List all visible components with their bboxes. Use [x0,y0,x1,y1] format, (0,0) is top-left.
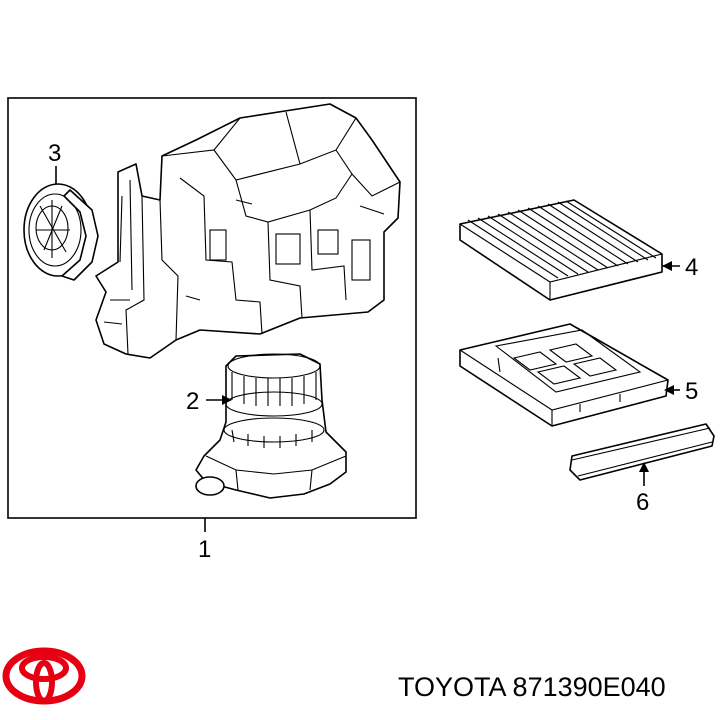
callout-3: 3 [48,140,61,167]
callout-6: 6 [636,489,649,516]
callout-6-arrow-icon [639,462,649,472]
callout-4-arrow-icon [662,261,672,271]
brand-name: TOYOTA [398,672,506,702]
part-caption: TOYOTA 871390E040 [398,672,666,703]
part-4-air-filter [459,199,663,301]
part-5-filter-frame [459,323,669,427]
callout-2: 2 [186,388,199,415]
callout-4: 4 [685,254,698,281]
assembly-frame [7,97,417,519]
callout-5: 5 [685,378,698,405]
toyota-logo [2,647,86,705]
callout-5-arrow-icon [664,385,674,395]
callout-2-arrow-icon [222,395,232,405]
callout-1: 1 [198,536,211,563]
part-2-blower-motor [195,353,347,499]
part-number: 871390E040 [512,672,666,702]
part-6-filter-cover [569,423,715,481]
part-3-fan [23,183,99,281]
part-1-unit-housing [95,103,401,359]
